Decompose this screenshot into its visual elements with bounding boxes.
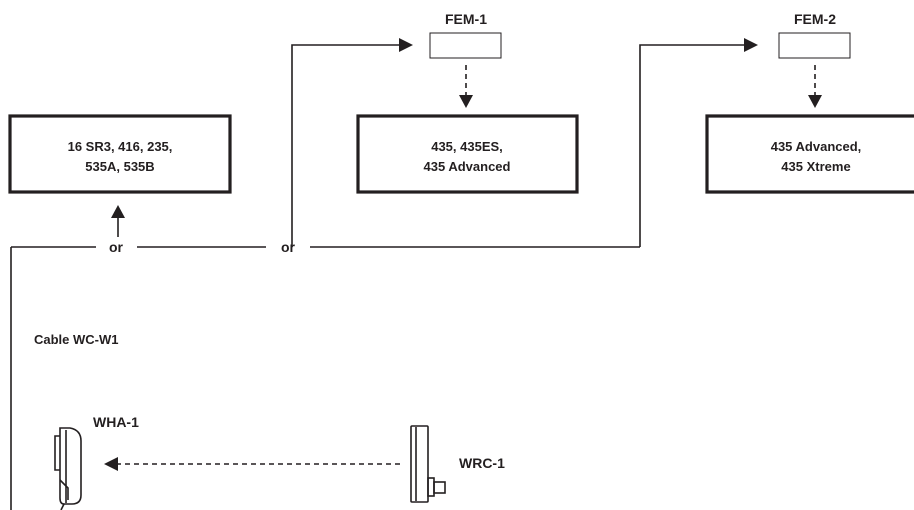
wha1-device: WHA-1 bbox=[54, 414, 139, 510]
model-box-a: 16 SR3, 416, 235, 535A, 535B bbox=[8, 114, 232, 194]
down-arrow-icon bbox=[459, 95, 473, 108]
cable-bus bbox=[10, 246, 640, 510]
model-box-c-frame bbox=[705, 114, 914, 194]
wrc1-connector bbox=[427, 477, 435, 497]
fem2-label: FEM-2 bbox=[794, 11, 836, 27]
right-arrow-icon bbox=[399, 38, 413, 52]
branch-group-a bbox=[111, 205, 125, 237]
wha1-tab bbox=[59, 479, 69, 500]
model-box-a-line-1: 16 SR3, 416, 235, bbox=[68, 139, 173, 154]
wha1-cable bbox=[60, 503, 65, 510]
down-arrow-icon bbox=[808, 95, 822, 108]
wrc1-device-icon bbox=[410, 425, 429, 503]
model-box-a-line-2: 535A, 535B bbox=[85, 159, 154, 174]
model-box-b-frame bbox=[356, 114, 579, 194]
up-arrow-icon bbox=[111, 205, 125, 218]
wha1-label: WHA-1 bbox=[93, 414, 139, 430]
model-box-a-frame bbox=[8, 114, 232, 194]
branch-fem1 bbox=[291, 38, 413, 247]
wrc1-device: WRC-1 bbox=[410, 425, 505, 503]
or-label-2: or bbox=[281, 239, 296, 255]
cable-label: Cable WC-W1 bbox=[34, 332, 119, 347]
or-label-1: or bbox=[109, 239, 124, 255]
left-arrow-icon bbox=[104, 457, 118, 471]
model-box-b: 435, 435ES, 435 Advanced bbox=[356, 114, 579, 194]
right-arrow-icon bbox=[744, 38, 758, 52]
model-box-b-line-1: 435, 435ES, bbox=[431, 139, 503, 154]
model-box-c-line-2: 435 Xtreme bbox=[781, 159, 850, 174]
fem1-label: FEM-1 bbox=[445, 11, 487, 27]
fem2-module bbox=[778, 32, 851, 59]
model-box-c: 435 Advanced, 435 Xtreme bbox=[705, 114, 914, 194]
wrc1-knob bbox=[433, 481, 446, 494]
model-box-b-line-2: 435 Advanced bbox=[424, 159, 511, 174]
model-box-c-line-1: 435 Advanced, bbox=[771, 139, 862, 154]
fem2-feed-line bbox=[639, 44, 745, 247]
branch-fem2 bbox=[639, 38, 758, 247]
wha1-device-icon bbox=[59, 427, 82, 505]
wrc1-label: WRC-1 bbox=[459, 455, 505, 471]
fem1-module bbox=[429, 32, 502, 59]
fem1-feed-line bbox=[291, 44, 400, 247]
wha1-clip bbox=[54, 435, 60, 471]
